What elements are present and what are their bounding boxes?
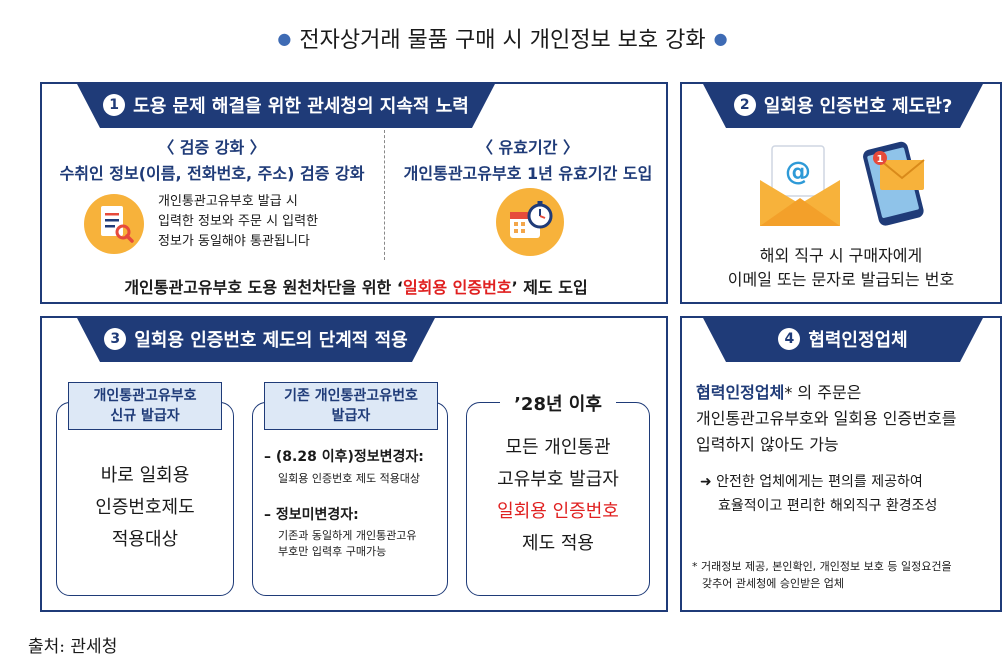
panel4-title: 협력인정업체 [808,330,908,351]
panel1-title: 도용 문제 해결을 위한 관세청의 지속적 노력 [133,96,469,117]
panel3-title: 일회용 인증번호 제도의 단계적 적용 [134,330,408,351]
desc-line: 이메일 또는 문자로 발급되는 번호 [727,270,955,289]
desc-line: 개인통관고유부호 발급 시 [158,194,298,209]
column-divider [384,130,385,260]
changed-info-desc: 일회용 인증번호 제도 적용대상 [278,472,421,485]
calendar-stopwatch-icon [496,188,564,256]
body-line: 제도 적용 [522,533,594,554]
partner-term: 협력인정업체 [696,383,785,402]
desc-line: 정보가 동일해야 통관됩니다 [158,234,310,249]
panel-otp-definition: 2 일회용 인증번호 제도란? @ 1 해외 직구 시 구매자에게 이메일 또는… [680,82,1002,304]
validity-headline: 개인통관고유부호 1년 유효기간 도입 [403,164,653,183]
email-icon: @ [760,145,840,226]
panel3-number: 3 [104,328,126,350]
panel3-banner: 3 일회용 인증번호 제도의 단계적 적용 [76,316,436,362]
body-line: 고유부호 발급자 [497,469,619,490]
existing-issuer-tag: 기존 개인통관고유번호 발급자 [264,382,438,430]
verification-label: 〈 검증 강화 〉 [158,138,266,157]
footnote-line: * 거래정보 제공, 본인확인, 개인정보 보호 등 일정요건을 [692,560,952,573]
otp-desc: 해외 직구 시 구매자에게 이메일 또는 문자로 발급되는 번호 [682,244,1000,292]
partner-benefit: ➜ 안전한 업체에게는 편의를 제공하여 효율적이고 편리한 해외직구 환경조성 [700,470,1000,518]
panel4-banner: 4 협력인정업체 [702,316,984,362]
body-highlight: 일회용 인증번호 [497,501,619,522]
panel-anti-theft: 1 도용 문제 해결을 위한 관세청의 지속적 노력 〈 검증 강화 〉 수취인… [40,82,668,304]
verification-desc: 개인통관고유부호 발급 시 입력한 정보와 주문 시 입력한 정보가 동일해야 … [158,192,318,252]
new-issuer-tag: 개인통관고유부호 신규 발급자 [68,382,222,430]
page-title: ● 전자상거래 물품 구매 시 개인정보 보호 강화 ● [0,22,1005,54]
document-search-icon [84,194,144,254]
panel2-banner: 2 일회용 인증번호 제도란? [702,82,984,128]
benefit-line: ➜ 안전한 업체에게는 편의를 제공하여 [700,474,923,490]
desc-line: 부호만 입력후 구매가능 [278,545,387,558]
partner-lead-line: 협력인정업체* 의 주문은 [696,380,996,406]
existing-issuer-body: – (8.28 이후)정보변경자: 일회용 인증번호 제도 적용대상 – 정보미… [264,446,444,560]
intro-highlight: 일회용 인증번호 [402,278,512,297]
desc-line: 입력한 정보와 주문 시 입력한 [158,214,319,229]
panel-certified-partner: 4 협력인정업체 협력인정업체* 의 주문은 개인통관고유부호와 일회용 인증번… [680,316,1002,612]
all-issuers-card [466,402,650,596]
all-issuers-body: 모든 개인통관 고유부호 발급자 일회용 인증번호 제도 적용 [466,432,650,560]
body-line: 적용대상 [111,529,179,550]
benefit-line: 효율적이고 편리한 해외직구 환경조성 [718,498,938,514]
verification-headline: 수취인 정보(이름, 전화번호, 주소) 검증 강화 [59,164,365,183]
panel4-number: 4 [778,328,800,350]
title-text: 전자상거래 물품 구매 시 개인정보 보호 강화 [299,28,706,53]
tag-line: 기존 개인통관고유번호 [284,388,418,404]
source-note: 출처: 관세청 [28,637,118,657]
partner-line: 입력하지 않아도 가능 [696,435,839,454]
panel2-number: 2 [734,94,756,116]
partner-footnote: * 거래정보 제공, 본인확인, 개인정보 보호 등 일정요건을 갖추어 관세청… [692,558,1002,592]
existing-issuer-card [252,402,448,596]
intro-prefix: 개인통관고유부호 도용 원천차단을 위한 ‘ [124,278,403,297]
after-2028-label: ’28년 이후 [500,390,616,416]
otp-introduction: 개인통관고유부호 도용 원천차단을 위한 ‘일회용 인증번호’ 제도 도입 [42,274,670,298]
panel2-title: 일회용 인증번호 제도란? [763,96,953,117]
changed-info-title: – (8.28 이후)정보변경자: [264,449,424,465]
intro-suffix: ’ 제도 도입 [511,278,588,297]
panel1-banner: 1 도용 문제 해결을 위한 관세청의 지속적 노력 [76,82,496,128]
bullet-dot-icon: ● [713,29,728,48]
panel-phased-rollout: 3 일회용 인증번호 제도의 단계적 적용 개인통관고유부호 신규 발급자 바로… [40,316,668,612]
panel1-number: 1 [103,94,125,116]
desc-line: 해외 직구 시 구매자에게 [759,246,923,265]
partner-lead-rest: * 의 주문은 [784,383,862,402]
notification-badge: 1 [877,154,884,165]
body-line: 모든 개인통관 [505,437,611,458]
tag-line: 신규 발급자 [110,408,180,424]
unchanged-info-desc: 기존과 동일하게 개인통관고유 부호만 입력후 구매가능 [278,528,444,560]
phone-message-icon: 1 [863,141,925,226]
new-issuer-body: 바로 일회용 인증번호제도 적용대상 [56,460,234,556]
footnote-line: 갖추어 관세청에 승인받은 업체 [702,577,845,590]
at-sign: @ [785,157,811,187]
body-line: 인증번호제도 [95,497,195,518]
partner-line: 개인통관고유부호와 일회용 인증번호를 [696,409,957,428]
partner-lead: 협력인정업체* 의 주문은 개인통관고유부호와 일회용 인증번호를 입력하지 않… [696,380,996,458]
tag-line: 발급자 [331,408,371,424]
body-line: 바로 일회용 [100,465,190,486]
desc-line: 기존과 동일하게 개인통관고유 [278,529,417,542]
validity-label: 〈 유효기간 〉 [476,138,580,157]
bullet-dot-icon: ● [277,29,292,48]
tag-line: 개인통관고유부호 [93,388,197,404]
unchanged-info-title: – 정보미변경자: [264,507,359,523]
